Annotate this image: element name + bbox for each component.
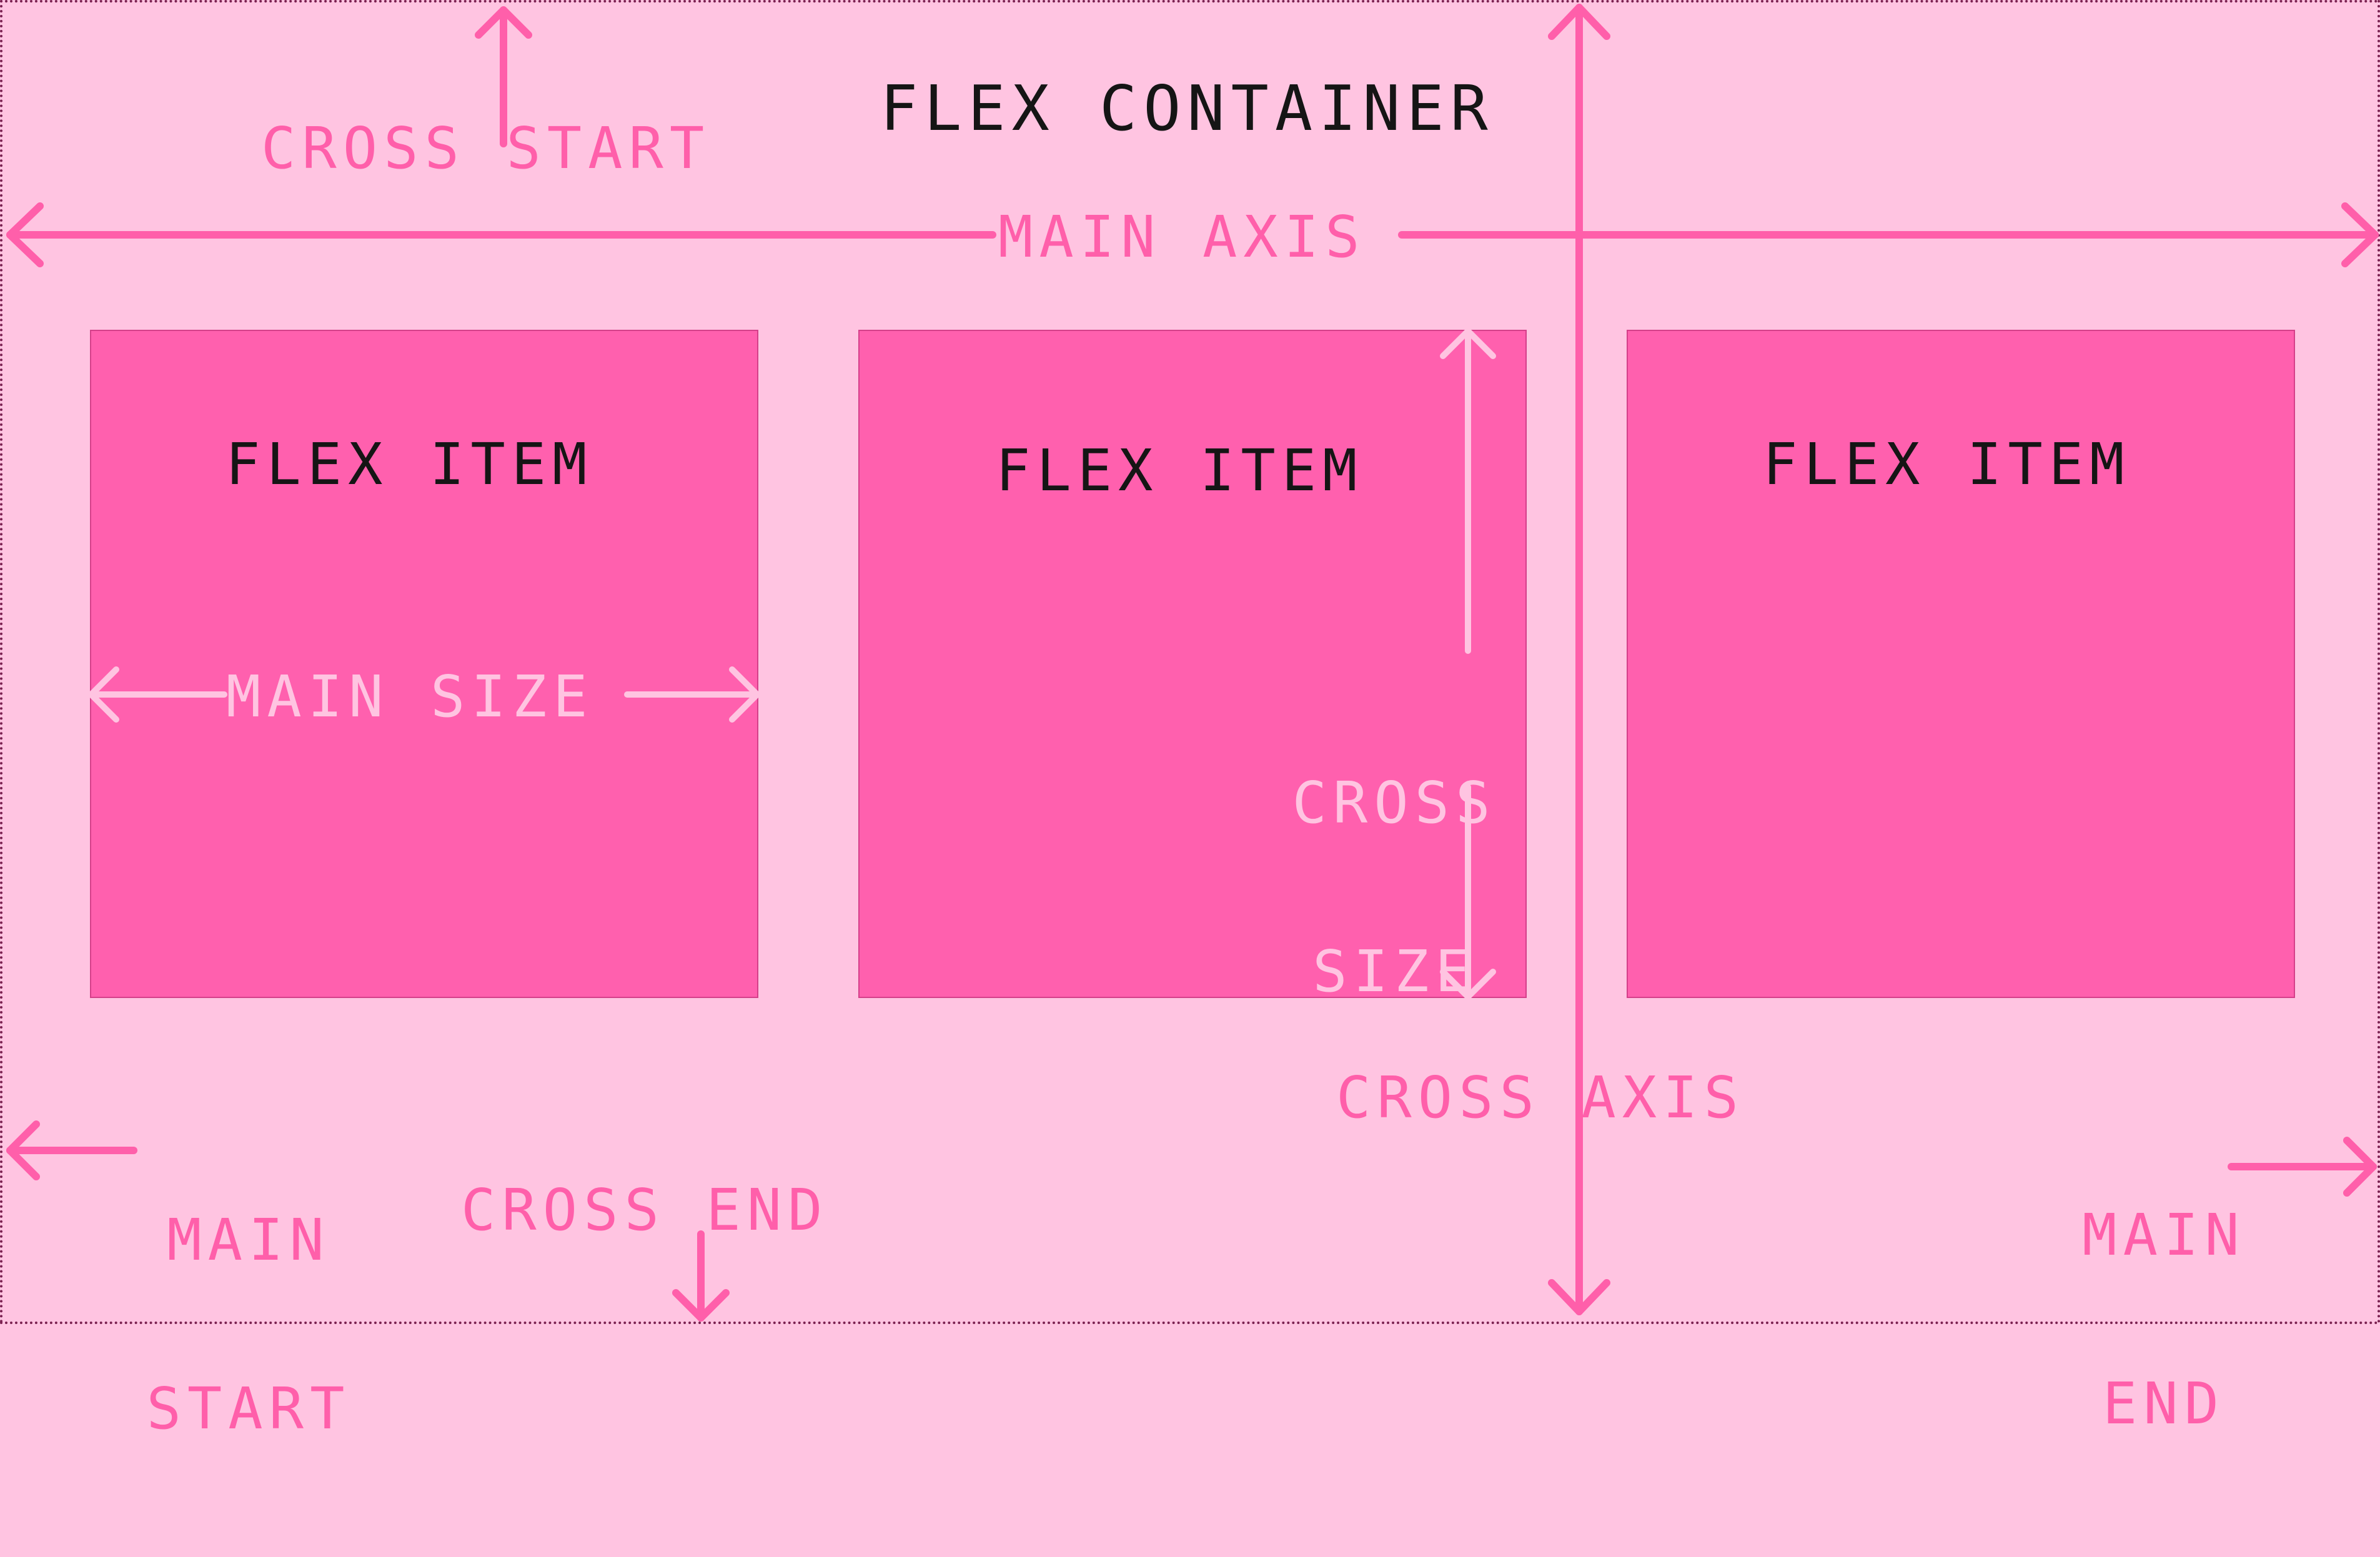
cross-size-label: CROSS SIZE bbox=[1284, 660, 1504, 1115]
main-end-label: MAIN END bbox=[2070, 1092, 2258, 1548]
flex-item-1 bbox=[90, 330, 758, 998]
main-start-arrow bbox=[6, 1120, 137, 1180]
main-axis-arrow bbox=[6, 202, 2379, 267]
cross-end-label: CROSS END bbox=[461, 1177, 829, 1243]
main-start-line-1: MAIN bbox=[167, 1207, 330, 1273]
main-size-label: MAIN SIZE bbox=[226, 663, 594, 730]
container-title: FLEX CONTAINER bbox=[880, 72, 1494, 145]
cross-axis-label: CROSS AXIS bbox=[1336, 1064, 1745, 1131]
flex-item-3-label: FLEX ITEM bbox=[1763, 431, 2131, 498]
main-end-line-1: MAIN bbox=[2082, 1202, 2246, 1268]
cross-size-arrow bbox=[1440, 328, 1496, 1000]
axis-arrows bbox=[6, 4, 2379, 1322]
cross-size-line-1: CROSS bbox=[1292, 769, 1497, 836]
main-end-line-2: END bbox=[2102, 1370, 2226, 1437]
cross-size-line-2: SIZE bbox=[1312, 938, 1476, 1005]
flex-item-2 bbox=[858, 330, 1527, 998]
flex-item-3 bbox=[1627, 330, 2295, 998]
flex-item-2-label: FLEX ITEM bbox=[996, 437, 1364, 504]
cross-axis-arrow bbox=[1548, 4, 1610, 1315]
flex-container: FLEX CONTAINER CROSS START MAIN AXIS FLE… bbox=[0, 0, 2380, 1438]
main-axis-label: MAIN AXIS bbox=[998, 204, 1366, 270]
cross-start-label: CROSS START bbox=[261, 115, 711, 182]
main-start-line-2: START bbox=[146, 1375, 351, 1442]
cross-start-arrow bbox=[475, 6, 532, 147]
main-start-label: MAIN START bbox=[139, 1097, 359, 1553]
main-size-arrow bbox=[88, 666, 760, 723]
cross-end-arrow bbox=[672, 1230, 730, 1322]
main-end-arrow bbox=[2228, 1137, 2377, 1197]
flex-item-1-label: FLEX ITEM bbox=[226, 431, 593, 498]
